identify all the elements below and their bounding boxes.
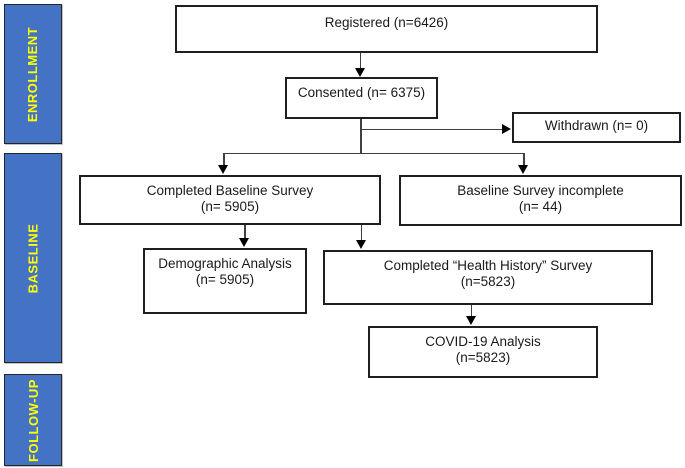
stage-label-followup: FOLLOW-UP: [25, 378, 41, 462]
connector-consented-down: [360, 119, 362, 154]
stage-bar-followup: FOLLOW-UP: [4, 374, 62, 466]
arrowhead-withdrawn: [502, 124, 511, 134]
box-consented: Consented (n= 6375): [285, 77, 438, 119]
box-registered-text: Registered (n=6426): [324, 15, 449, 30]
arrowhead-consented: [354, 68, 365, 77]
box-demographic-line1: Demographic Analysis: [158, 256, 292, 271]
box-completed-baseline-line2: (n= 5905): [200, 199, 260, 214]
stage-bar-baseline: BASELINE: [4, 153, 62, 363]
connector-branch-right-down: [523, 153, 525, 166]
box-baseline-incomplete-line1: Baseline Survey incomplete: [457, 183, 624, 198]
arrowhead-demographic: [239, 238, 250, 247]
stage-label-baseline: BASELINE: [25, 223, 41, 293]
box-health-history-line1: Completed “Health History” Survey: [383, 258, 593, 273]
box-baseline-incomplete: Baseline Survey incomplete (n= 44): [399, 175, 682, 226]
connector-to-demographic: [244, 224, 246, 239]
box-health-history: Completed “Health History” Survey (n=582…: [323, 250, 653, 305]
box-covid-line1: COVID-19 Analysis: [425, 334, 541, 349]
stage-bar-enrollment: ENROLLMENT: [4, 4, 62, 144]
connector-branch-horizontal: [223, 152, 524, 154]
connector-to-withdrawn: [360, 128, 503, 130]
connector-to-covid: [470, 305, 472, 317]
arrowhead-health-history: [355, 240, 366, 249]
box-registered: Registered (n=6426): [175, 5, 598, 53]
box-withdrawn: Withdrawn (n= 0): [512, 112, 681, 143]
box-demographic-analysis: Demographic Analysis (n= 5905): [143, 248, 307, 314]
box-withdrawn-text: Withdrawn (n= 0): [544, 118, 649, 133]
stage-label-enrollment: ENROLLMENT: [25, 26, 41, 122]
arrowhead-covid: [465, 316, 476, 325]
connector-to-health-history: [360, 224, 362, 241]
box-health-history-line2: (n=5823): [460, 274, 516, 289]
connector-branch-left-down: [223, 153, 225, 166]
box-covid-line2: (n=5823): [455, 350, 511, 365]
box-demographic-line2: (n= 5905): [195, 272, 255, 287]
box-completed-baseline-line1: Completed Baseline Survey: [146, 183, 314, 198]
box-baseline-incomplete-line2: (n= 44): [518, 199, 563, 214]
arrowhead-completed-baseline: [218, 165, 229, 174]
connector-registered-to-consented: [359, 53, 361, 69]
box-consented-text: Consented (n= 6375): [297, 85, 426, 100]
arrowhead-baseline-incomplete: [518, 165, 529, 174]
box-covid-analysis: COVID-19 Analysis (n=5823): [368, 326, 598, 378]
box-completed-baseline: Completed Baseline Survey (n= 5905): [79, 175, 381, 225]
